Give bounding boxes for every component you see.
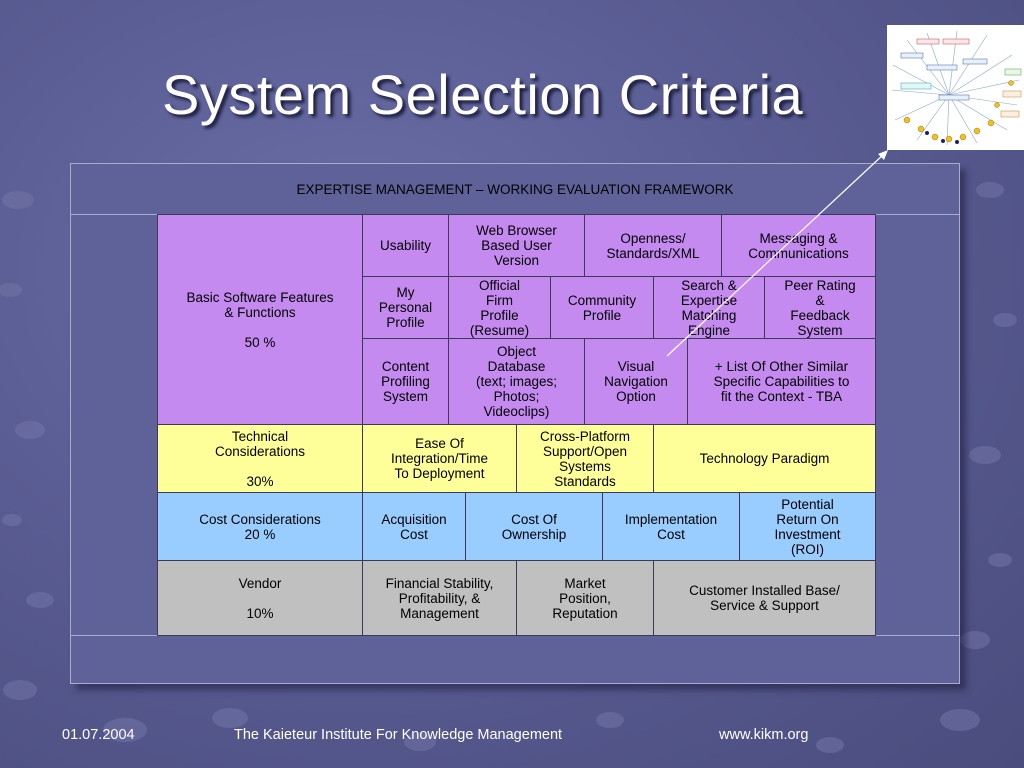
financial-stability-cell: Financial Stability, Profitability, & Ma… xyxy=(362,560,517,636)
personal-profile-cell: My Personal Profile xyxy=(362,276,449,339)
evaluation-framework: EXPERTISE MANAGEMENT – WORKING EVALUATIO… xyxy=(70,163,960,684)
framework-footer-band xyxy=(71,635,959,684)
installed-base-cell: Customer Installed Base/ Service & Suppo… xyxy=(653,560,876,636)
ownership-cost-cell: Cost Of Ownership xyxy=(465,492,603,561)
cost-label: Cost Considerations 20 % xyxy=(157,492,363,561)
ease-integration-cell: Ease Of Integration/Time To Deployment xyxy=(362,424,517,493)
content-profiling-cell: Content Profiling System xyxy=(362,338,449,425)
vendor-label: Vendor 10% xyxy=(157,560,363,636)
basic-features-label: Basic Software Features & Functions 50 % xyxy=(157,214,363,425)
firm-profile-cell: Official Firm Profile (Resume) xyxy=(448,276,551,339)
technical-label: Technical Considerations 30% xyxy=(157,424,363,493)
peer-rating-cell: Peer Rating & Feedback System xyxy=(764,276,876,339)
search-expertise-cell: Search & Expertise Matching Engine xyxy=(653,276,765,339)
openness-cell: Openness/ Standards/XML xyxy=(584,214,722,277)
roi-cell: Potential Return On Investment (ROI) xyxy=(739,492,876,561)
usability-cell: Usability xyxy=(362,214,449,277)
market-position-cell: Market Position, Reputation xyxy=(516,560,654,636)
visual-navigation-cell: Visual Navigation Option xyxy=(584,338,688,425)
mindmap-thumbnail xyxy=(887,25,1024,150)
framework-header: EXPERTISE MANAGEMENT – WORKING EVALUATIO… xyxy=(71,164,959,215)
technology-paradigm-cell: Technology Paradigm xyxy=(653,424,876,493)
other-capabilities-cell: + List Of Other Similar Specific Capabil… xyxy=(687,338,876,425)
acquisition-cost-cell: Acquisition Cost xyxy=(362,492,466,561)
slide-title: System Selection Criteria xyxy=(162,63,804,126)
implementation-cost-cell: Implementation Cost xyxy=(602,492,740,561)
footer-institute: The Kaieteur Institute For Knowledge Man… xyxy=(234,727,563,743)
object-database-cell: Object Database (text; images; Photos; V… xyxy=(448,338,585,425)
web-browser-cell: Web Browser Based User Version xyxy=(448,214,585,277)
cross-platform-cell: Cross-Platform Support/Open Systems Stan… xyxy=(516,424,654,493)
footer-url[interactable]: www.kikm.org xyxy=(719,727,809,743)
messaging-cell: Messaging & Communications xyxy=(721,214,876,277)
community-profile-cell: Community Profile xyxy=(550,276,654,339)
footer-date: 01.07.2004 xyxy=(62,727,135,743)
